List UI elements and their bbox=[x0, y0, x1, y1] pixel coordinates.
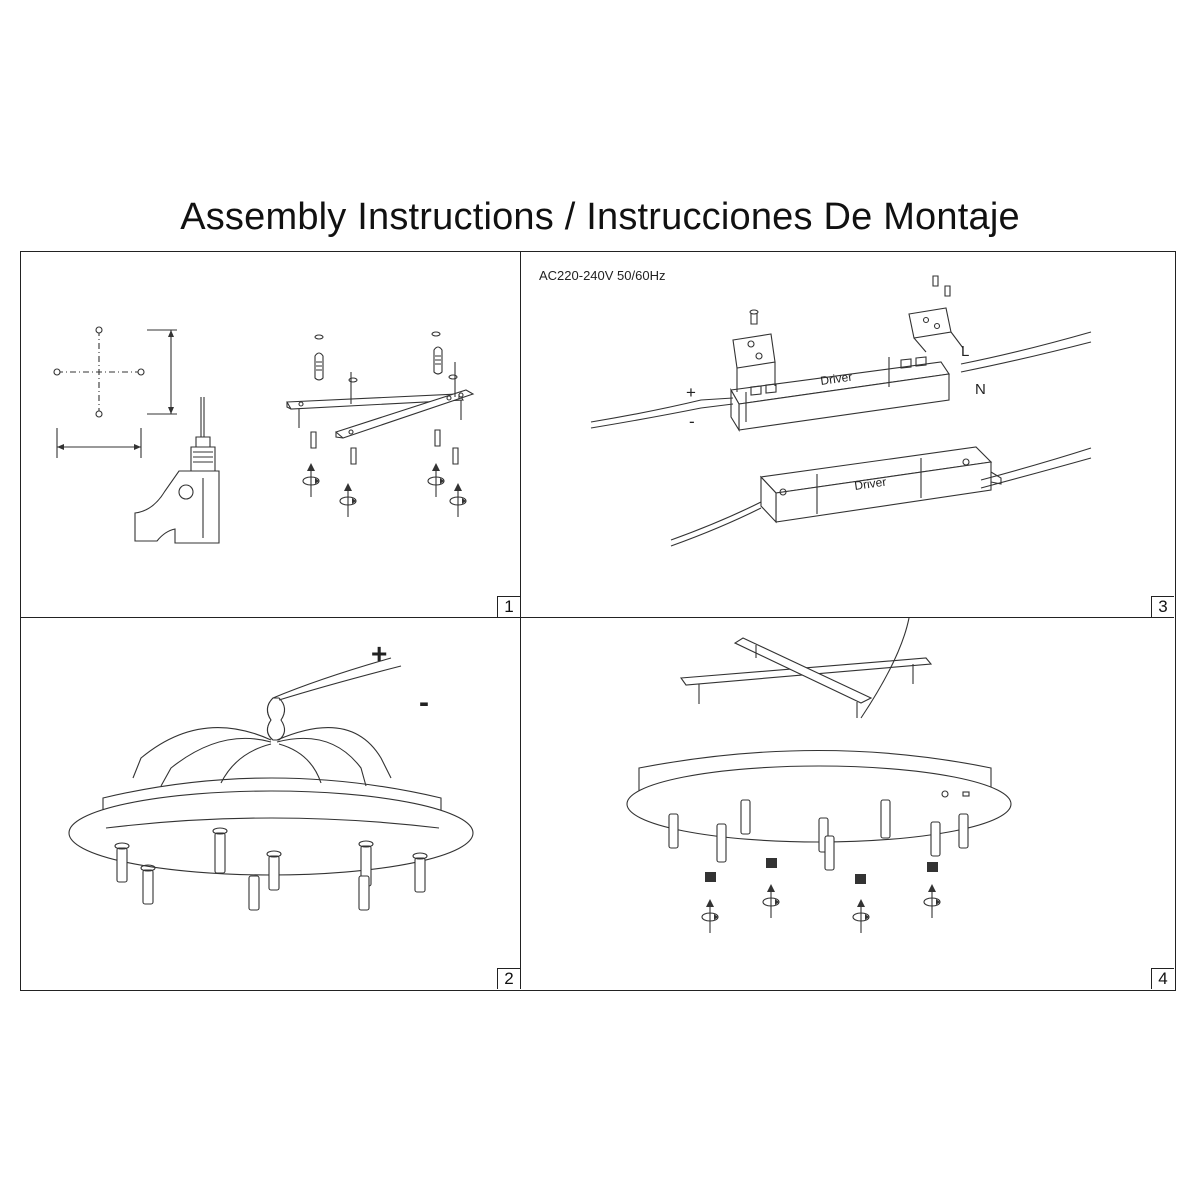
step-2-panel: + - 2 bbox=[21, 618, 521, 989]
spotlight-pendants bbox=[668, 799, 969, 871]
neutral-label: N bbox=[975, 381, 986, 398]
step-number: 3 bbox=[1151, 596, 1174, 617]
spotlight-pendants bbox=[114, 827, 428, 911]
wire-minus-label: - bbox=[419, 686, 429, 719]
driver-label-bottom: Driver bbox=[853, 475, 887, 493]
instruction-grid: 1 AC220-240V 50/60Hz bbox=[20, 251, 1176, 991]
step-number: 4 bbox=[1151, 968, 1174, 989]
cross-bracket-illustration bbox=[286, 331, 475, 465]
step-3-panel: AC220-240V 50/60Hz bbox=[521, 252, 1174, 618]
ceiling-canopy-illustration bbox=[68, 777, 474, 876]
mounting-bracket-illustration bbox=[679, 617, 933, 719]
step-1-panel: 1 bbox=[21, 252, 521, 618]
driver-open-illustration: Driver bbox=[730, 275, 964, 432]
canopy-illustration bbox=[626, 749, 1012, 843]
lamp-cap-icons bbox=[705, 858, 938, 884]
voltage-label: AC220-240V 50/60Hz bbox=[539, 268, 665, 283]
vertical-dimension bbox=[147, 329, 177, 415]
live-label: L bbox=[961, 343, 969, 360]
horizontal-dimension bbox=[56, 428, 142, 458]
page-title: Assembly Instructions / Instrucciones De… bbox=[180, 196, 1020, 238]
wire-plus-label: + bbox=[371, 638, 387, 669]
screw-rotation-icons bbox=[302, 463, 467, 517]
mains-wires: L N bbox=[960, 331, 1092, 398]
driver-input-wires: + - bbox=[590, 383, 734, 431]
power-drill-icon bbox=[134, 397, 220, 544]
driver-closed-illustration: Driver bbox=[670, 446, 1092, 547]
screw-rotation-icons bbox=[701, 884, 941, 933]
drill-hole-template bbox=[53, 326, 145, 418]
wire-bundle: + - bbox=[132, 638, 429, 787]
step-4-diagram bbox=[626, 617, 1012, 933]
step-number: 2 bbox=[497, 968, 520, 989]
step-1-diagram bbox=[53, 326, 475, 544]
plus-label: + bbox=[686, 383, 696, 402]
driver-label-top: Driver bbox=[819, 370, 853, 388]
step-4-panel: 4 bbox=[521, 617, 1174, 989]
step-3-diagram: AC220-240V 50/60Hz bbox=[539, 268, 1092, 547]
step-2-diagram: + - bbox=[68, 638, 474, 911]
minus-label: - bbox=[689, 412, 695, 431]
step-number: 1 bbox=[497, 596, 520, 617]
